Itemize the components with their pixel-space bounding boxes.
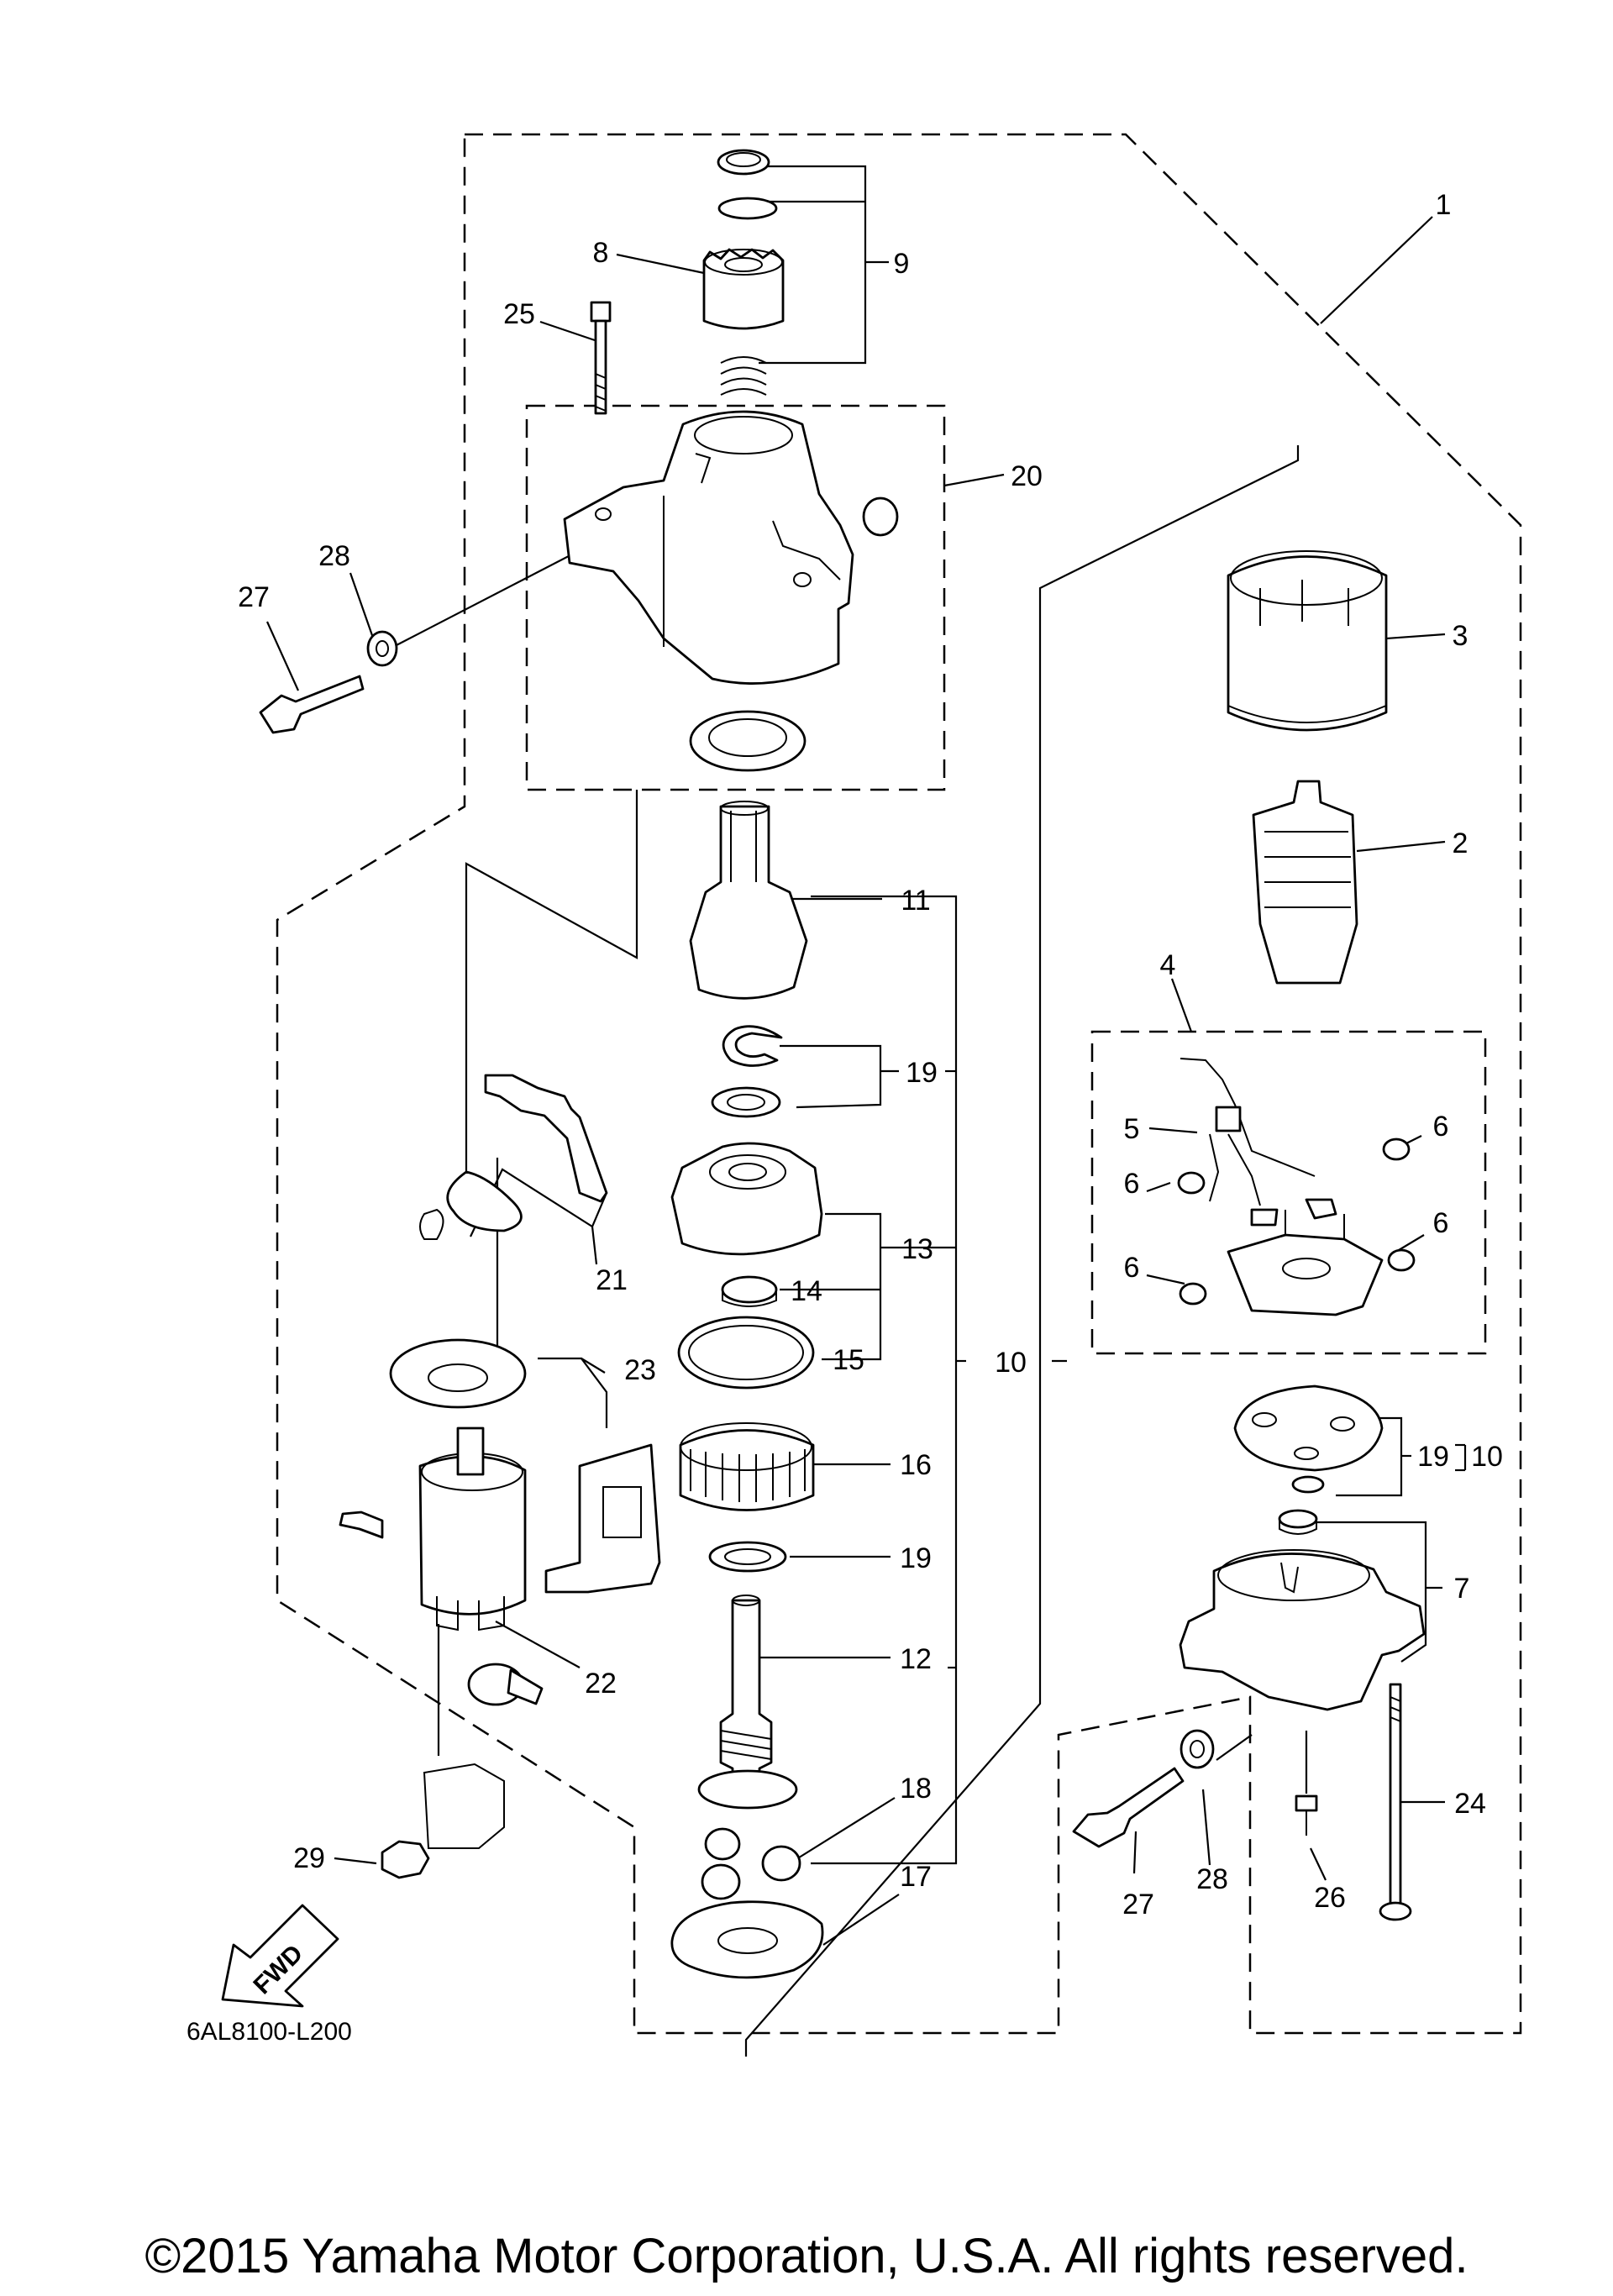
callout-10-main: 10: [995, 1347, 1027, 1379]
drawing-code: 6AL8100-L200: [187, 2018, 352, 2046]
callout-11: 11: [901, 885, 930, 917]
callout-6-d: 6: [1124, 1252, 1140, 1284]
callout-6-a: 6: [1433, 1111, 1449, 1143]
callout-19-mid: 19: [900, 1542, 932, 1574]
callout-1: 1: [1436, 189, 1452, 221]
callout-labels: 1 8 9 25 20 28 27 3 2 11 4 19 5 6 6 6 6 …: [238, 189, 1503, 1920]
callout-5: 5: [1124, 1113, 1140, 1145]
callout-28-left: 28: [318, 540, 350, 572]
callout-2: 2: [1453, 828, 1469, 859]
callout-9: 9: [894, 248, 910, 280]
callout-12: 12: [900, 1643, 932, 1675]
callout-3: 3: [1453, 620, 1469, 652]
callout-15: 15: [833, 1344, 864, 1376]
fwd-arrow: FWD: [221, 1904, 339, 2008]
callout-23: 23: [624, 1354, 656, 1386]
callout-4: 4: [1160, 949, 1176, 981]
callout-8: 8: [593, 237, 609, 269]
callout-17: 17: [900, 1861, 932, 1893]
callout-10-right: 10: [1471, 1441, 1503, 1473]
parts-drawing: [259, 149, 1426, 1979]
callout-18: 18: [900, 1773, 932, 1805]
leader-lines: [265, 165, 1467, 2057]
callout-20: 20: [1011, 460, 1043, 492]
assembly-1-boundary: [276, 133, 1522, 2035]
callout-16: 16: [900, 1449, 932, 1481]
assembly-4-boundary: [1090, 1030, 1487, 1355]
copyright-notice: ©2015 Yamaha Motor Corporation, U.S.A. A…: [144, 2229, 1468, 2283]
assembly-20-boundary: [525, 404, 946, 791]
callout-19-top: 19: [906, 1057, 938, 1089]
callout-6-b: 6: [1124, 1168, 1140, 1200]
callout-28-right: 28: [1196, 1863, 1228, 1895]
callout-24: 24: [1454, 1788, 1486, 1820]
callout-6-c: 6: [1433, 1207, 1449, 1239]
callout-22: 22: [585, 1668, 617, 1700]
callout-27-left: 27: [238, 581, 270, 613]
callout-21: 21: [596, 1264, 628, 1296]
callout-25: 25: [503, 298, 535, 330]
callout-27-right: 27: [1122, 1889, 1154, 1920]
callout-26: 26: [1314, 1882, 1346, 1914]
callout-13: 13: [901, 1233, 933, 1265]
callout-7: 7: [1454, 1573, 1470, 1605]
callout-14: 14: [791, 1275, 822, 1307]
callout-29: 29: [293, 1842, 325, 1874]
callout-19-right: 19: [1417, 1441, 1449, 1473]
